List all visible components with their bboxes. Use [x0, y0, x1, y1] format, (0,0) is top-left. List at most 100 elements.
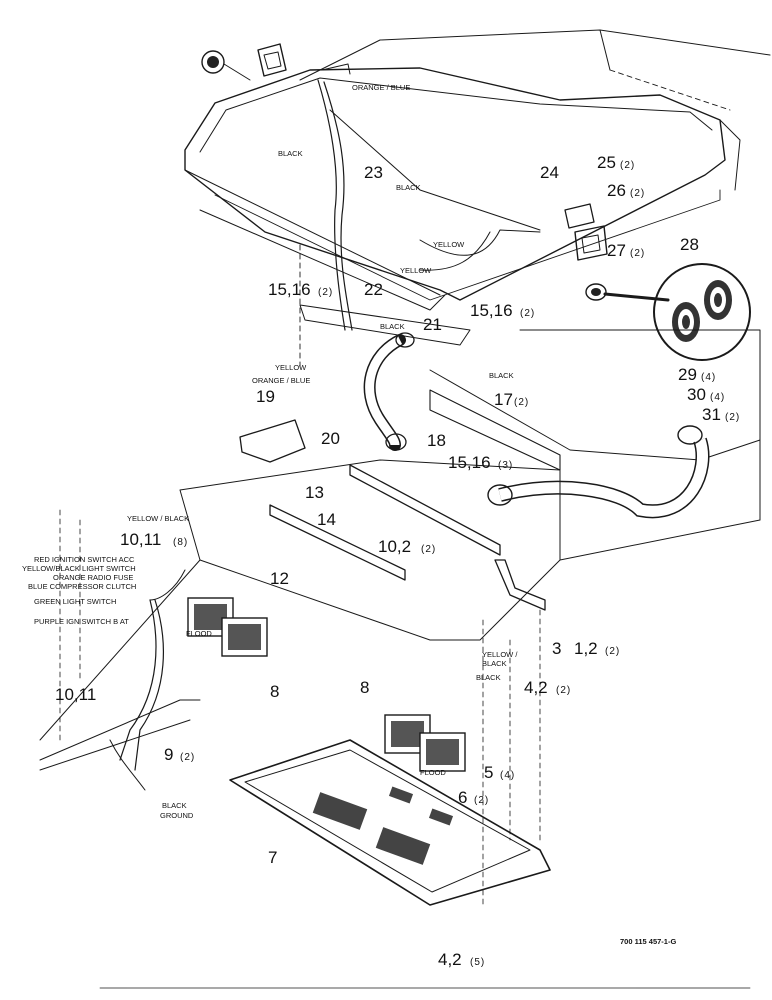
callout-5: 5(4) [484, 763, 515, 782]
svg-text:(3): (3) [498, 460, 513, 471]
svg-text:15,16: 15,16 [268, 280, 311, 299]
wire-label: YELLOW / BLACK [127, 514, 189, 523]
callout-1-2: 1,2 (2) [574, 639, 620, 658]
support-3 [494, 559, 546, 611]
svg-text:10,2: 10,2 [378, 537, 411, 556]
grommet-27 [585, 283, 670, 302]
wire-label: BLACK [396, 183, 421, 192]
svg-text:23: 23 [364, 163, 383, 182]
svg-text:1,2: 1,2 [574, 639, 598, 658]
wire-label: YELLOW/BLACK LIGHT SWITCH [22, 564, 136, 573]
callout-14: 14 [317, 510, 336, 529]
svg-text:(2): (2) [180, 752, 195, 763]
callout-23: 23 [364, 163, 383, 182]
svg-text:(8): (8) [173, 537, 188, 548]
svg-text:31: 31 [702, 405, 721, 424]
wire-label: ORANGE RADIO FUSE [53, 573, 133, 582]
svg-text:(2): (2) [520, 308, 535, 319]
svg-text:29: 29 [678, 365, 697, 384]
callout-19: 19 [256, 387, 275, 406]
svg-text:9: 9 [164, 745, 173, 764]
wire-label: BLACK [482, 659, 507, 668]
svg-text:(2): (2) [421, 544, 436, 555]
callout-8-a: 8 [270, 682, 279, 701]
wire-label: ORANGE / BLUE [352, 83, 410, 92]
svg-text:3: 3 [552, 639, 561, 658]
wire-label: RED IGNITION SWITCH ACC [34, 555, 135, 564]
wire-label: YELLOW / [482, 650, 518, 659]
callout-28: 28 [680, 235, 699, 254]
svg-text:(2): (2) [725, 412, 740, 423]
callout-18: 18 [427, 431, 446, 450]
callout-15-16-c: 15,16 (3) [448, 453, 513, 472]
svg-text:8: 8 [270, 682, 279, 701]
cab-frame [39, 459, 561, 771]
svg-text:28: 28 [680, 235, 699, 254]
svg-text:(4): (4) [500, 770, 515, 781]
bar-13 [269, 504, 406, 581]
callout-26: 26(2) [607, 181, 645, 200]
svg-text:10,11: 10,11 [55, 685, 96, 704]
svg-text:13: 13 [305, 483, 324, 502]
svg-text:17: 17 [494, 390, 513, 409]
svg-text:30: 30 [687, 385, 706, 404]
callout-27: 27 (2) [607, 241, 645, 260]
duct-31 [487, 425, 710, 519]
wire-label: YELLOW [433, 240, 465, 249]
svg-text:(4): (4) [701, 372, 716, 383]
callout-24: 24 [540, 163, 559, 182]
svg-text:12: 12 [270, 569, 289, 588]
wire-label: BLACK [278, 149, 303, 158]
callout-12: 12 [270, 569, 289, 588]
flood-light-left-1 [187, 597, 234, 637]
callout-15-16-a: 15,16 (2) [268, 280, 333, 299]
svg-text:(2): (2) [630, 248, 645, 259]
callout-17: 17(2) [494, 390, 528, 409]
svg-text:(2): (2) [556, 685, 571, 696]
callout-13: 13 [305, 483, 324, 502]
duct-21 [363, 332, 415, 451]
svg-text:15,16: 15,16 [470, 301, 513, 320]
svg-text:14: 14 [317, 510, 336, 529]
wire-label: GROUND [160, 811, 194, 820]
wiring-harness-left [109, 569, 186, 791]
bracket-top-left [257, 43, 351, 77]
wire-label: YELLOW [275, 363, 307, 372]
roof-cover [184, 29, 771, 311]
callout-3: 3 [552, 639, 561, 658]
svg-text:24: 24 [540, 163, 559, 182]
wire-label: YELLOW [400, 266, 432, 275]
svg-text:10,11: 10,11 [120, 530, 161, 549]
flood-light-left-2 [221, 617, 268, 657]
svg-text:19: 19 [256, 387, 275, 406]
svg-text:7: 7 [268, 848, 277, 867]
wire-label: FLOOD [186, 629, 212, 638]
wire-label: BLUE COMPRESSOR CLUTCH [28, 582, 136, 591]
svg-text:(2): (2) [318, 287, 333, 298]
svg-text:15,16: 15,16 [448, 453, 491, 472]
svg-text:(2): (2) [630, 188, 645, 199]
detail-circle-29 [653, 263, 751, 361]
svg-text:(5): (5) [470, 957, 485, 968]
callout-15-16-b: 15,16 (2) [470, 301, 535, 320]
svg-text:4,2: 4,2 [438, 950, 462, 969]
svg-text:27: 27 [607, 241, 626, 260]
wire-labels: ORANGE / BLUE BLACK BLACK YELLOW YELLOW … [22, 83, 518, 820]
svg-text:22: 22 [364, 280, 383, 299]
callout-22: 22 [364, 280, 383, 299]
svg-text:18: 18 [427, 431, 446, 450]
svg-text:(2): (2) [605, 646, 620, 657]
svg-text:25: 25 [597, 153, 616, 172]
leader-dashes [99, 609, 751, 989]
wire-label: BLACK [380, 322, 405, 331]
wire-label: BLACK [489, 371, 514, 380]
svg-text:21: 21 [423, 315, 442, 334]
wire-label: BLACK [476, 673, 501, 682]
callout-9: 9 (2) [164, 745, 195, 764]
callout-21: 21 [423, 315, 442, 334]
figure-code: 700 115 457-1-G [620, 937, 676, 946]
callout-10-11-b: 10,11 (8) [120, 530, 188, 549]
callout-30: 30(4) [687, 385, 724, 404]
bar-14 [349, 464, 501, 556]
callout-10-2-a: 10,2 (2) [378, 537, 436, 556]
